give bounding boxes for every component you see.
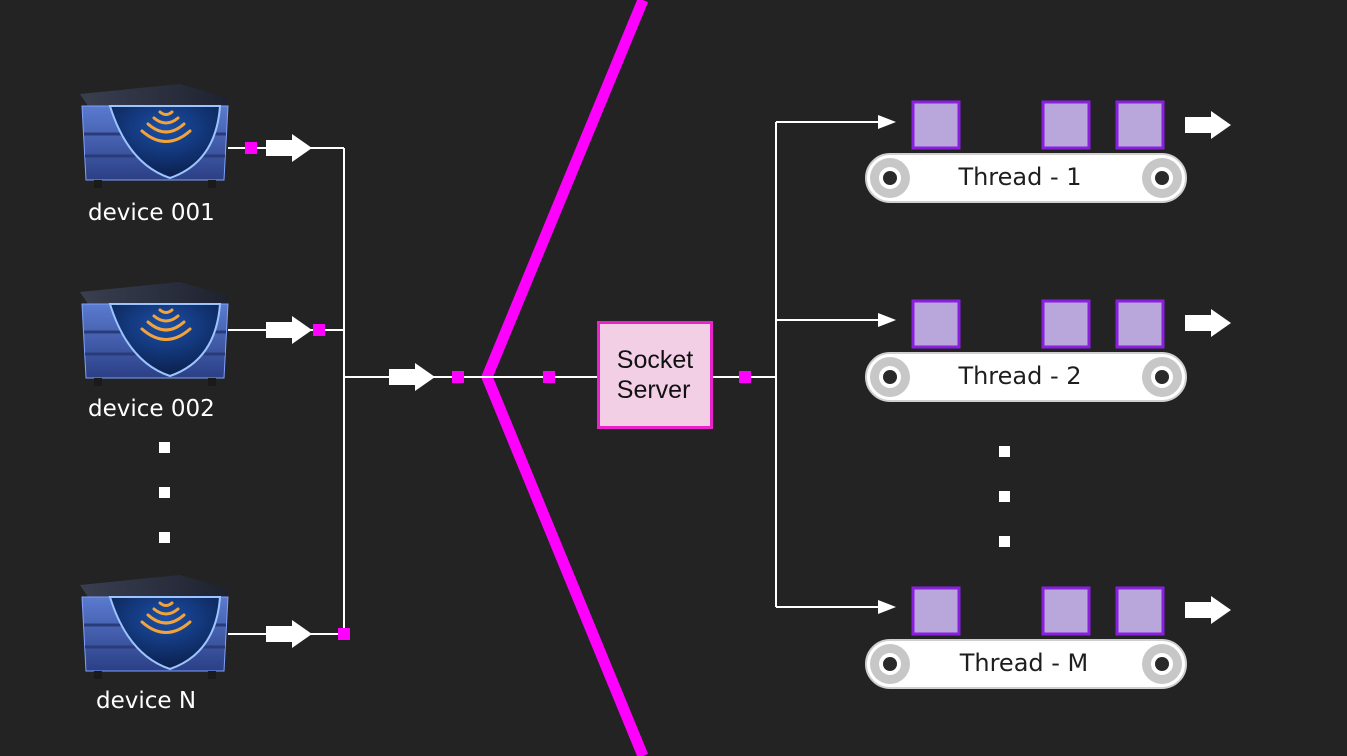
packet (1115, 586, 1165, 636)
thread-m-output-arrow-icon (1185, 596, 1231, 624)
bus-arrow-icon (389, 363, 435, 391)
thread-m-packets (911, 586, 1165, 636)
thread-ellipsis-dots (999, 446, 1010, 547)
device-002-arrow-icon (266, 316, 312, 344)
packet (1041, 100, 1091, 150)
device-n-icon (78, 573, 230, 681)
packet (911, 299, 961, 349)
thread-2-packets (911, 299, 1165, 349)
thread-2-output-arrow-icon (1185, 309, 1231, 337)
socket-server-box: Socket Server (597, 321, 713, 429)
device-002-label: device 002 (88, 396, 215, 422)
socket-server-line1: Socket (616, 346, 694, 374)
packet (1041, 586, 1091, 636)
thread-1-label: Thread - 1 (958, 163, 1082, 191)
connector-nodes (245, 142, 751, 640)
device-002-icon (78, 280, 230, 388)
socket-server-line2: Server (616, 376, 691, 404)
device-001-label: device 001 (88, 200, 215, 226)
packet (911, 586, 961, 636)
device-ellipsis-dots (159, 442, 170, 543)
packet (1041, 299, 1091, 349)
packet (911, 100, 961, 150)
thread-2-label: Thread - 2 (958, 362, 1082, 390)
thread-m-label: Thread - M (959, 649, 1089, 677)
packet (1115, 100, 1165, 150)
device-001-icon (78, 82, 230, 190)
socket-server-label: Socket Server (617, 345, 693, 405)
device-n-arrow-icon (266, 620, 312, 648)
branch-arrowheads (878, 115, 896, 614)
packet (1115, 299, 1165, 349)
thread-1-packets (911, 100, 1165, 150)
thread-1-output-arrow-icon (1185, 111, 1231, 139)
device-001-arrow-icon (266, 134, 312, 162)
device-n-label: device N (96, 688, 197, 714)
